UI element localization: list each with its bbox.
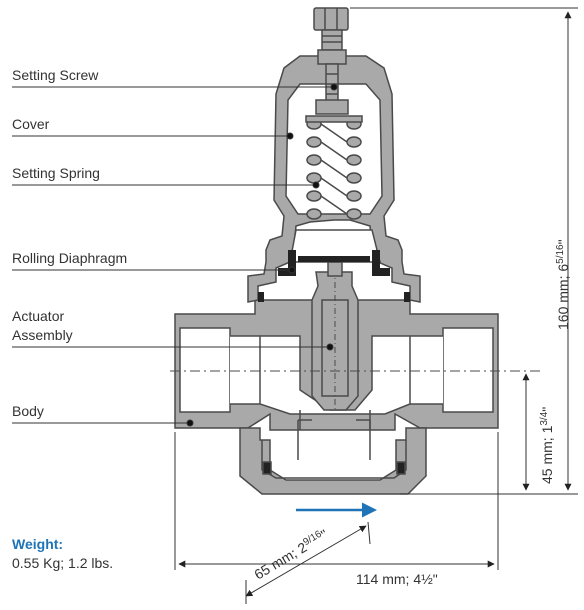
- label-setting-spring: Setting Spring: [12, 165, 100, 181]
- height-dimension: 160 mm; 65/16": [555, 239, 571, 330]
- leader-lines: [12, 83, 338, 427]
- weight-value: 0.55 Kg; 1.2 lbs.: [12, 555, 114, 571]
- label-actuator-line2: Assembly: [12, 327, 73, 343]
- weight-title: Weight:: [12, 536, 64, 552]
- label-cover: Cover: [12, 116, 50, 132]
- label-rolling-diaphragm: Rolling Diaphragm: [12, 250, 128, 266]
- label-setting-screw: Setting Screw: [12, 67, 99, 83]
- bottom-cup: [239, 419, 427, 495]
- dimension-lines: [174, 7, 578, 604]
- port-height-dimension: 45 mm; 13/4": [539, 407, 555, 484]
- depth-dimension: 65 mm; 29/16": [251, 526, 330, 582]
- valve-body: [174, 299, 499, 431]
- label-body: Body: [12, 403, 44, 419]
- setting-screw: [313, 7, 349, 115]
- width-dimension: 114 mm; 4½": [356, 571, 438, 587]
- setting-spring: [305, 115, 363, 220]
- actuator-assembly: [299, 256, 371, 430]
- label-actuator-line1: Actuator: [12, 308, 65, 324]
